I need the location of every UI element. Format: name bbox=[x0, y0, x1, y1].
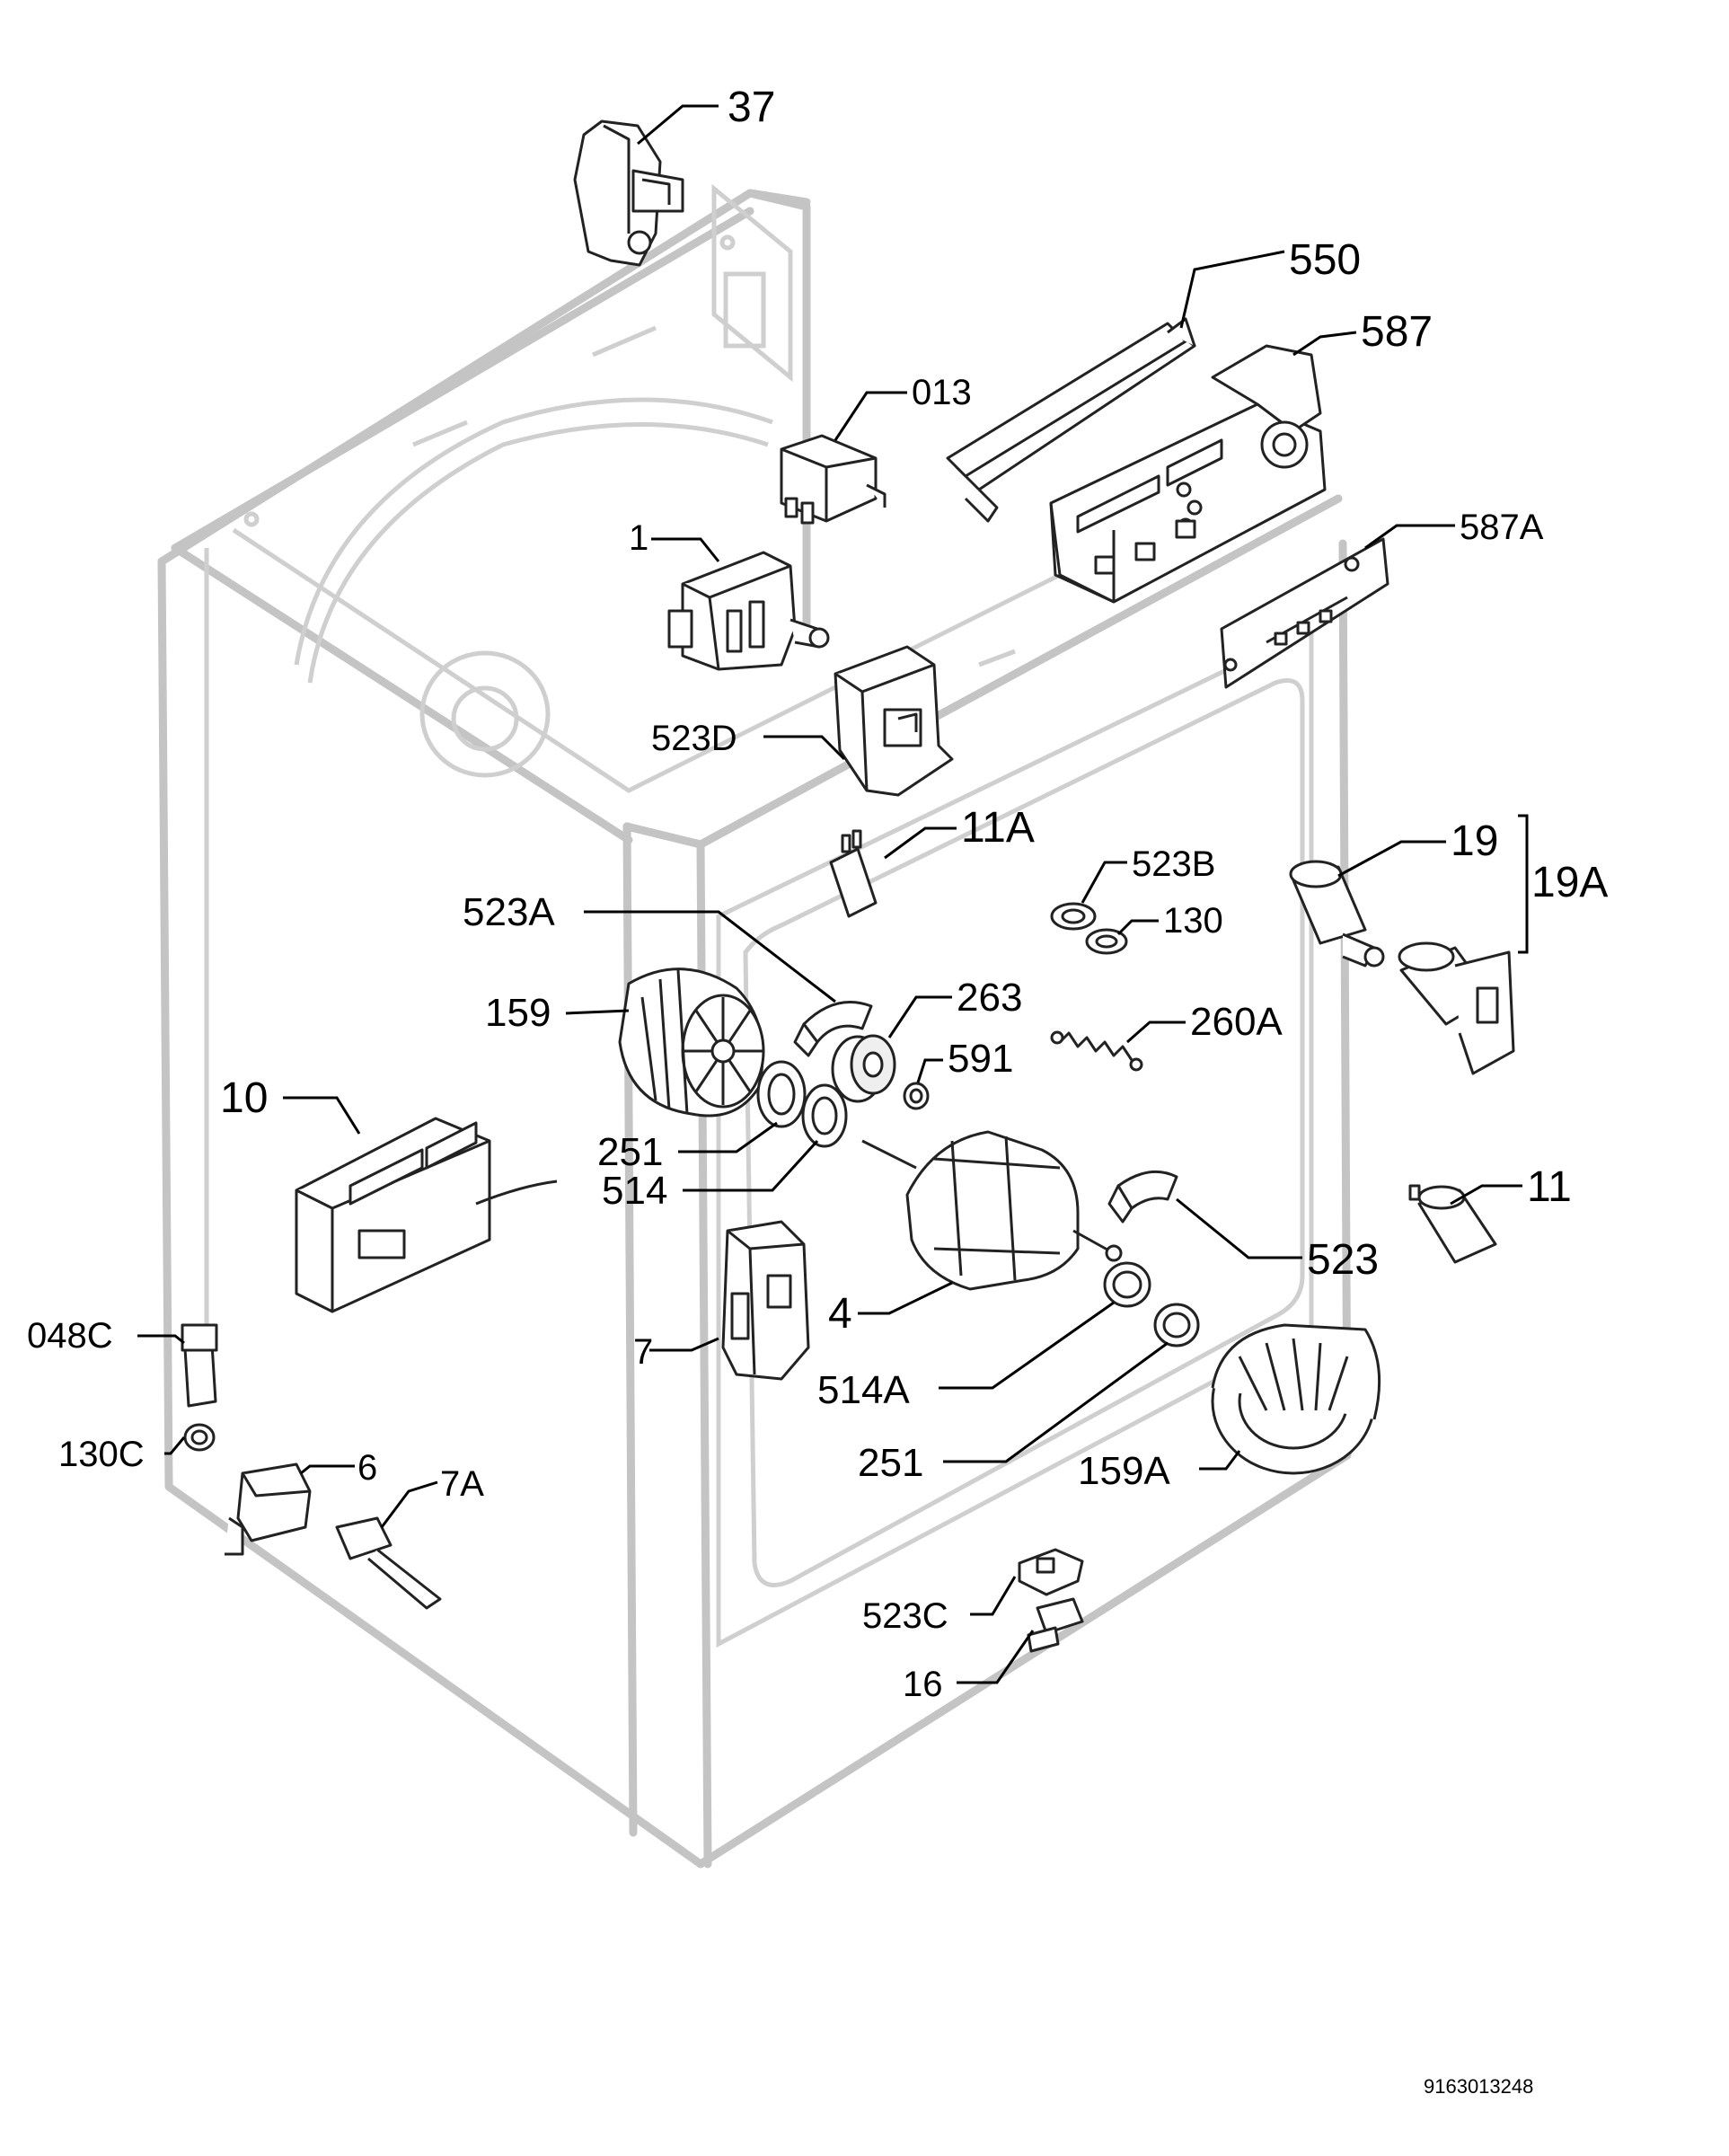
part-1-selector-switch bbox=[667, 551, 830, 671]
part-10-heater bbox=[295, 1117, 558, 1313]
label-587A: 587A bbox=[1460, 508, 1544, 547]
part-514-ring-upper bbox=[801, 1083, 848, 1148]
part-591-washer bbox=[903, 1082, 930, 1110]
part-251-ring-upper bbox=[756, 1060, 807, 1128]
part-263-pulley bbox=[831, 1034, 896, 1103]
label-19A: 19A bbox=[1531, 859, 1608, 906]
label-10: 10 bbox=[220, 1074, 268, 1122]
label-1: 1 bbox=[629, 518, 648, 558]
label-11A: 11A bbox=[961, 804, 1035, 852]
part-523B-clip bbox=[1050, 902, 1097, 931]
cabinet-outline bbox=[157, 183, 1352, 1869]
reference-code: 9163013248 bbox=[1424, 2075, 1533, 2098]
callout-labels: 37 550 587 013 587A 1 523D 11A 19 19A 52… bbox=[27, 84, 1608, 2098]
label-11: 11 bbox=[1527, 1163, 1572, 1211]
part-523-bracket bbox=[1107, 1170, 1178, 1224]
part-19A-sensor-holder bbox=[1398, 941, 1515, 1075]
leader-lines bbox=[137, 104, 1529, 1684]
part-587-board bbox=[1049, 344, 1327, 604]
label-591: 591 bbox=[948, 1037, 1013, 1081]
part-523C-bracket bbox=[1018, 1548, 1084, 1596]
part-587A-panel bbox=[1220, 537, 1389, 689]
label-7: 7 bbox=[633, 1332, 653, 1372]
label-130C: 130C bbox=[58, 1435, 145, 1474]
label-4: 4 bbox=[828, 1290, 852, 1338]
part-4-motor bbox=[861, 1130, 1123, 1291]
label-523A: 523A bbox=[463, 890, 555, 934]
label-16: 16 bbox=[903, 1665, 943, 1704]
label-37: 37 bbox=[728, 84, 775, 131]
label-6: 6 bbox=[357, 1448, 377, 1488]
part-11-capacitor bbox=[1408, 1184, 1497, 1264]
label-514: 514 bbox=[602, 1169, 667, 1213]
label-013: 013 bbox=[912, 373, 972, 412]
label-523D: 523D bbox=[651, 719, 737, 758]
part-16-switch bbox=[1027, 1597, 1084, 1653]
part-37-switch bbox=[573, 119, 684, 267]
part-260A-spring bbox=[1050, 1030, 1143, 1072]
label-7A: 7A bbox=[440, 1464, 484, 1504]
label-159: 159 bbox=[485, 991, 551, 1035]
label-130: 130 bbox=[1163, 901, 1223, 941]
label-251-upper: 251 bbox=[597, 1130, 663, 1174]
part-013-relay bbox=[780, 434, 887, 525]
part-19-sensor bbox=[1289, 860, 1385, 968]
part-159-impeller bbox=[618, 968, 765, 1118]
label-523: 523 bbox=[1307, 1236, 1379, 1284]
part-159A-blower-wheel bbox=[1211, 1323, 1381, 1475]
part-130-clip bbox=[1085, 928, 1128, 955]
part-7-door-lock bbox=[721, 1220, 810, 1381]
part-550-channel bbox=[946, 317, 1196, 523]
label-587: 587 bbox=[1361, 308, 1433, 356]
part-130C-grommet bbox=[183, 1423, 216, 1452]
part-048C-connector bbox=[181, 1323, 218, 1408]
part-523D-cover bbox=[834, 645, 954, 797]
part-251-ring-lower bbox=[1153, 1303, 1200, 1348]
label-550: 550 bbox=[1289, 236, 1361, 284]
label-263: 263 bbox=[957, 976, 1022, 1020]
part-11A-capacitor bbox=[829, 829, 878, 918]
label-523C: 523C bbox=[862, 1596, 948, 1636]
label-260A: 260A bbox=[1190, 1000, 1283, 1044]
label-159A: 159A bbox=[1078, 1449, 1170, 1493]
label-523B: 523B bbox=[1132, 844, 1215, 884]
label-19: 19 bbox=[1451, 817, 1498, 865]
part-523A-bracket bbox=[793, 1001, 873, 1057]
part-7A-micro-switch bbox=[335, 1516, 442, 1610]
label-514A: 514A bbox=[817, 1368, 910, 1412]
part-514A-ring bbox=[1103, 1261, 1151, 1308]
label-048C: 048C bbox=[27, 1316, 113, 1356]
label-251-lower: 251 bbox=[858, 1441, 923, 1485]
part-6-sensor bbox=[225, 1462, 312, 1556]
